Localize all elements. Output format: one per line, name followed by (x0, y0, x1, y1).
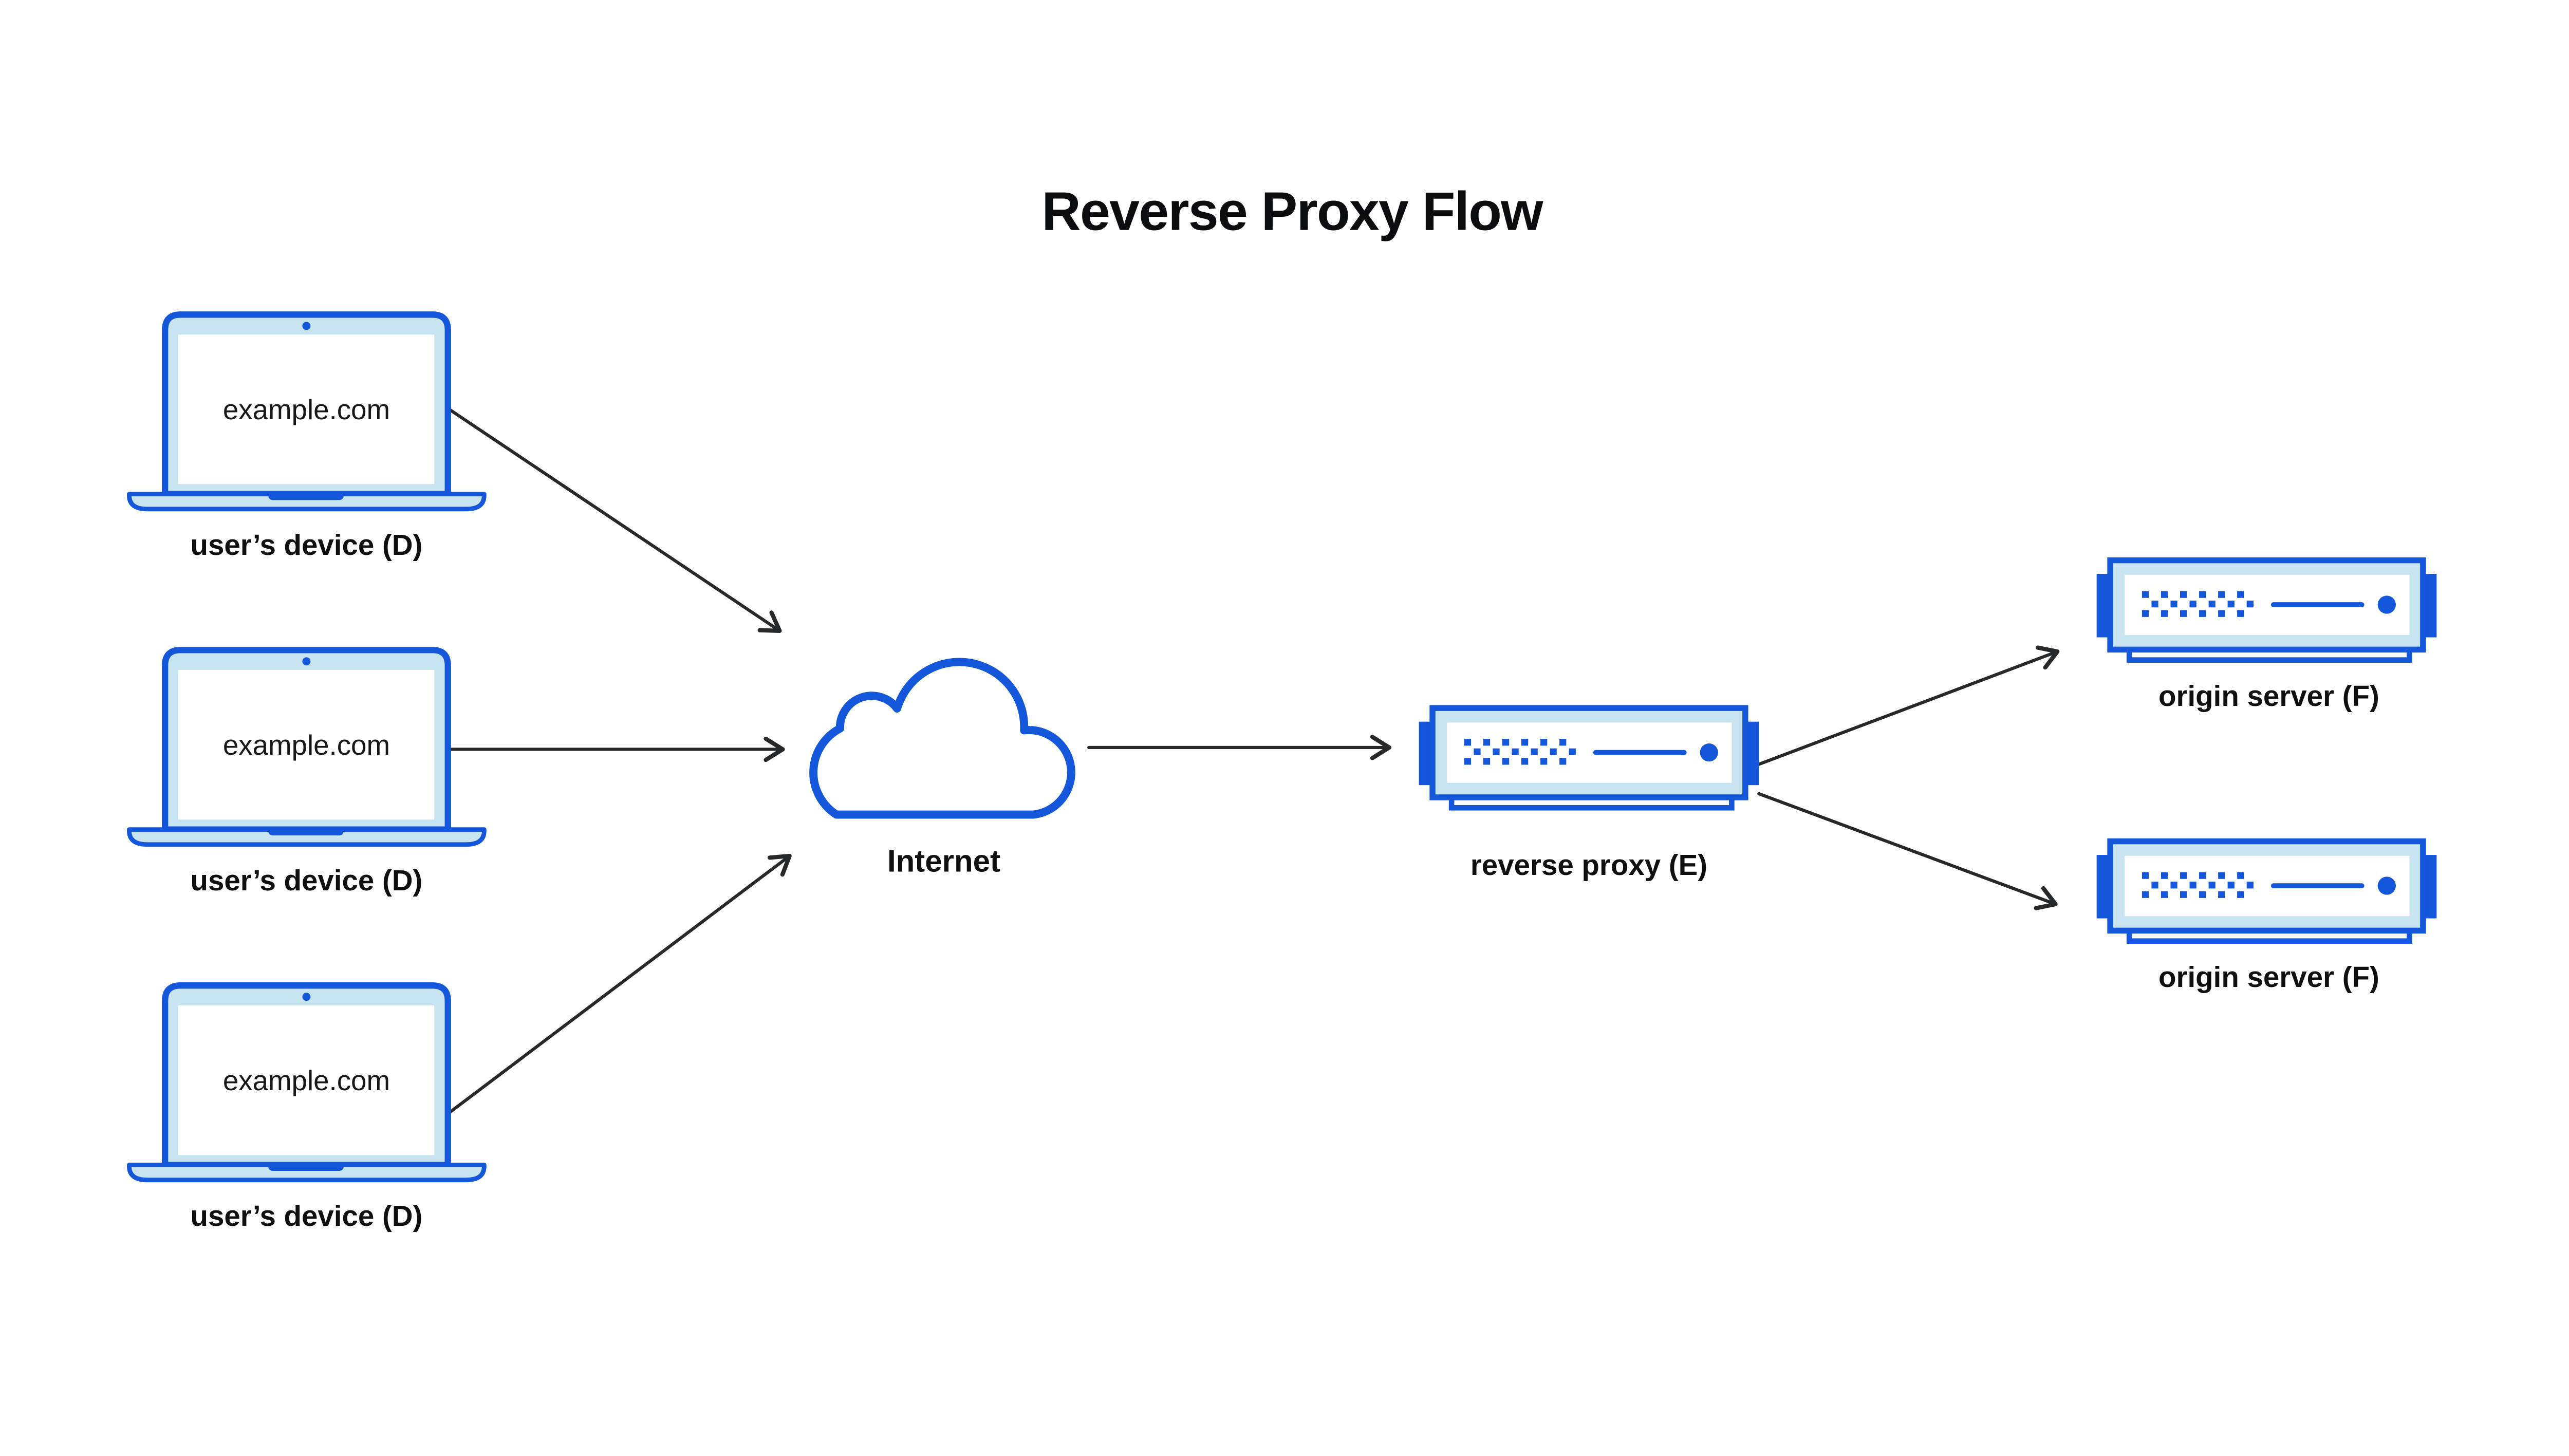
user-device-3: example.com user’s device (D) (127, 982, 487, 1232)
page-title: Reverse Proxy Flow (1041, 181, 1543, 241)
laptop-screen (178, 670, 435, 820)
camera-dot-icon (302, 322, 311, 330)
device-label: user’s device (D) (191, 864, 423, 897)
camera-dot-icon (302, 657, 311, 666)
server-icon (2096, 557, 2437, 663)
server-icon (1419, 705, 1759, 811)
laptop-notch (268, 1163, 344, 1171)
laptop-base (127, 827, 487, 847)
laptop-screen (178, 334, 435, 484)
laptop-notch (268, 827, 344, 836)
user-device-2: example.com user’s device (D) (127, 647, 487, 897)
arrow-proxy-to-origin2 (1757, 792, 2058, 910)
cloud-icon (809, 658, 1075, 819)
device-label: user’s device (D) (191, 529, 423, 561)
laptop-screen (178, 1005, 435, 1155)
reverse-proxy-label: reverse proxy (E) (1470, 849, 1707, 881)
laptop-notch (268, 492, 344, 500)
server-face (2125, 574, 2410, 636)
arrow-proxy-to-origin1 (1757, 645, 2060, 766)
laptop-icon (127, 311, 487, 512)
arrow-device3-to-internet (446, 853, 792, 1115)
internet: Internet (809, 658, 1075, 879)
server-power-dot (2377, 876, 2396, 895)
origin-server-2: origin server (F) (2096, 838, 2437, 993)
laptop-base (127, 492, 487, 512)
origin-server-1: origin server (F) (2096, 557, 2437, 712)
device-screen-text: example.com (223, 729, 390, 761)
flow-arrows (446, 406, 2060, 1115)
server-vents (2142, 591, 2257, 617)
device-label: user’s device (D) (191, 1200, 423, 1232)
origin-server-label: origin server (F) (2158, 680, 2379, 712)
laptop-icon (127, 982, 487, 1183)
server-power-dot (1700, 743, 1718, 762)
camera-dot-icon (302, 993, 311, 1001)
arrow-device1-to-internet (446, 406, 782, 633)
device-screen-text: example.com (223, 394, 390, 425)
device-screen-text: example.com (223, 1065, 390, 1096)
server-face (2125, 855, 2410, 917)
server-vents (2142, 872, 2257, 898)
server-face (1447, 722, 1732, 783)
server-vents (1464, 739, 1579, 765)
user-device-1: example.com user’s device (D) (127, 311, 487, 561)
reverse-proxy: reverse proxy (E) (1419, 705, 1759, 881)
laptop-base (127, 1163, 487, 1183)
server-power-dot (2377, 595, 2396, 614)
laptop-icon (127, 647, 487, 847)
internet-label: Internet (887, 844, 1000, 879)
origin-server-label: origin server (F) (2158, 961, 2379, 993)
server-icon (2096, 838, 2437, 944)
